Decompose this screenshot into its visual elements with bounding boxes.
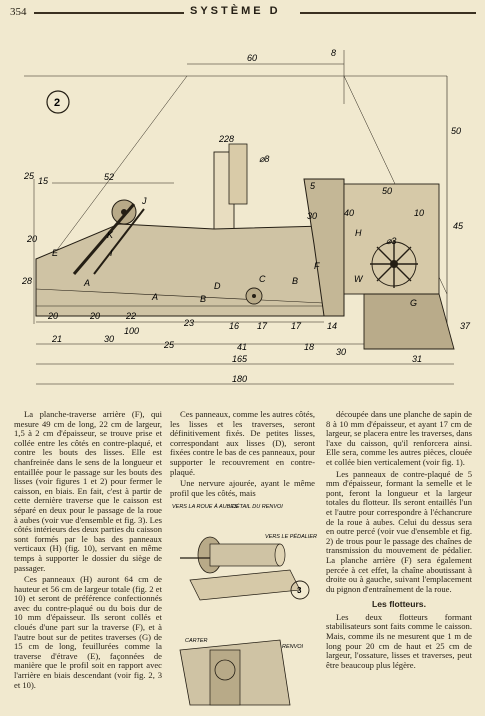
dim-row2-5: 30 (336, 347, 346, 357)
running-title: SYSTÈME D (190, 5, 281, 17)
letter-b-1: B (200, 294, 206, 304)
header-rule-left (34, 12, 184, 14)
dim-row1-1: 20 (89, 311, 100, 321)
dim-37: 37 (460, 321, 471, 331)
dim-28: 28 (21, 276, 32, 286)
dim-phi3: ⌀3 (386, 236, 396, 246)
label-renvoi: RENVOI (282, 644, 304, 650)
dim-40: 40 (344, 208, 354, 218)
letter-f: F (314, 261, 320, 271)
paragraph: Ces panneaux, comme les autres côtés, le… (170, 409, 315, 477)
section-heading: Les flotteurs. (372, 599, 426, 610)
paragraph: Une nervure ajourée, ayant le même profi… (170, 478, 315, 498)
letter-c: C (259, 274, 266, 284)
dim-row2-0: 21 (51, 334, 62, 344)
dim-row2-4: 18 (304, 342, 314, 352)
header-rule-right (300, 12, 476, 14)
dim-30-vert: 30 (307, 211, 317, 221)
dim-row1-4: 16 (229, 321, 239, 331)
dim-row2-3: 41 (237, 342, 247, 352)
letter-d: D (214, 281, 221, 291)
label-carter: CARTER (185, 638, 208, 644)
letter-i: I (110, 248, 113, 258)
dim-50-mid: 50 (382, 186, 392, 196)
letter-a-2: A (151, 292, 158, 302)
label-detail: DÉTAIL DU RENVOI (232, 503, 283, 510)
dim-row2-1: 30 (104, 334, 114, 344)
dim-180: 180 (232, 374, 247, 384)
dim-52: 52 (104, 172, 114, 182)
letter-j: J (141, 196, 147, 206)
dim-100: 100 (124, 326, 139, 336)
paragraph: La planche-traverse arrière (F), qui mes… (14, 409, 162, 573)
dim-row1-2: 22 (125, 311, 136, 321)
label-vers-roue: VERS LA ROUE À AUBES (172, 503, 238, 510)
dim-row1-7: 14 (327, 321, 337, 331)
dim-row1-0: 20 (47, 311, 58, 321)
text-column-1: La planche-traverse arrière (F), qui mes… (14, 409, 162, 692)
dim-45: 45 (453, 221, 464, 231)
figure-3-number: 3 (297, 586, 302, 595)
letter-a-1: A (83, 278, 90, 288)
paragraph: Les deux flotteurs formant stabilisateur… (326, 611, 472, 670)
figure-2-diagram: 2 60 8 50 228 ⌀8 25 15 20 28 52 (21, 48, 471, 385)
letter-e: E (52, 248, 59, 258)
dim-31: 31 (412, 354, 422, 364)
letter-g: G (410, 298, 417, 308)
dim-row2-2: 25 (163, 340, 175, 350)
dim-10: 10 (414, 208, 424, 218)
dim-50-top: 50 (451, 126, 461, 136)
dim-20-left: 20 (26, 234, 37, 244)
figure-number-circle (46, 90, 70, 114)
dim-row1-6: 17 (291, 321, 302, 331)
letter-b-2: B (292, 276, 298, 286)
paragraph: Les panneaux de contre-plaqué de 5 mm d'… (326, 468, 472, 594)
dim-5: 5 (310, 181, 316, 191)
label-vers-pedalier: VERS LE PÉDALIER (265, 533, 317, 540)
text-column-3: découpée dans une planche de sapin de 8 … (326, 409, 472, 672)
letter-k: K (107, 230, 114, 240)
text-column-2: Ces panneaux, comme les autres côtés, le… (170, 409, 315, 500)
dim-25: 25 (23, 171, 35, 181)
dim-15: 15 (38, 176, 49, 186)
figure-3-diagram: VERS LA ROUE À AUBES DÉTAIL DU RENVOI VE… (172, 503, 317, 706)
letter-h: H (355, 228, 362, 238)
paragraph: découpée dans une planche de sapin de 8 … (326, 409, 472, 467)
dim-phi8: ⌀8 (259, 154, 269, 164)
dim-row1-3: 23 (183, 318, 194, 328)
dim-228: 228 (218, 134, 234, 144)
page-header: 354 SYSTÈME D (0, 0, 485, 20)
figure-number: 2 (54, 97, 60, 109)
dim-8: 8 (331, 48, 336, 58)
dim-60: 60 (247, 53, 257, 63)
dim-165: 165 (232, 354, 248, 364)
letter-w: W (354, 274, 364, 284)
page-number: 354 (10, 6, 27, 18)
paragraph: Ces panneaux (H) auront 64 cm de hauteur… (14, 574, 162, 690)
dim-row1-5: 17 (257, 321, 268, 331)
